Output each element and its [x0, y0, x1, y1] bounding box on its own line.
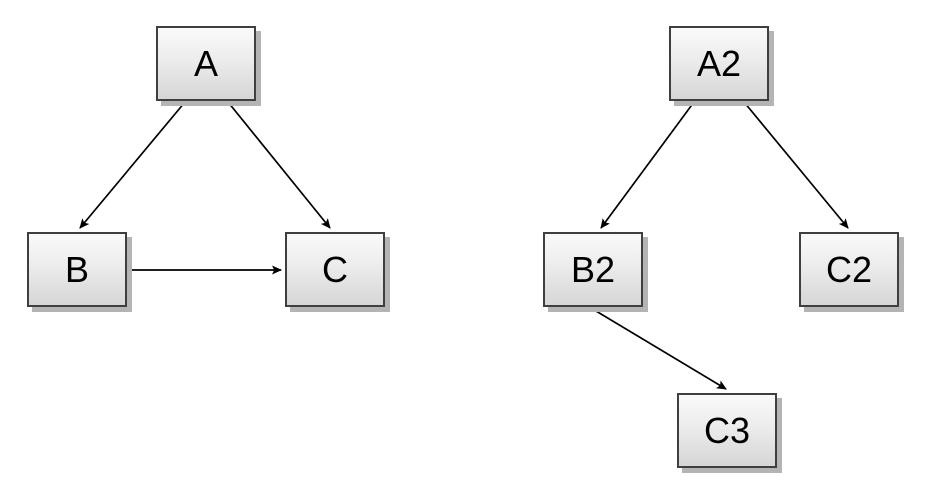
node-C3[interactable]: C3 [677, 393, 777, 468]
node-label-C3: C3 [703, 409, 751, 451]
edge-A2-C2 [743, 101, 849, 229]
node-label-A: A [193, 42, 218, 84]
node-B[interactable]: B [27, 232, 127, 307]
edge-B2-C3 [590, 307, 727, 390]
node-B2[interactable]: B2 [543, 232, 643, 307]
node-label-C2: C2 [825, 248, 873, 290]
node-C2[interactable]: C2 [799, 232, 899, 307]
node-label-C: C [322, 248, 348, 290]
node-label-A2: A2 [696, 42, 742, 84]
node-A2[interactable]: A2 [669, 26, 769, 101]
node-label-B2: B2 [570, 248, 616, 290]
node-A[interactable]: A [156, 26, 256, 101]
node-label-B: B [64, 248, 89, 290]
edge-A2-B2 [600, 101, 695, 229]
node-C[interactable]: C [285, 232, 385, 307]
edge-A-C [227, 101, 331, 229]
edge-A-B [79, 101, 186, 229]
